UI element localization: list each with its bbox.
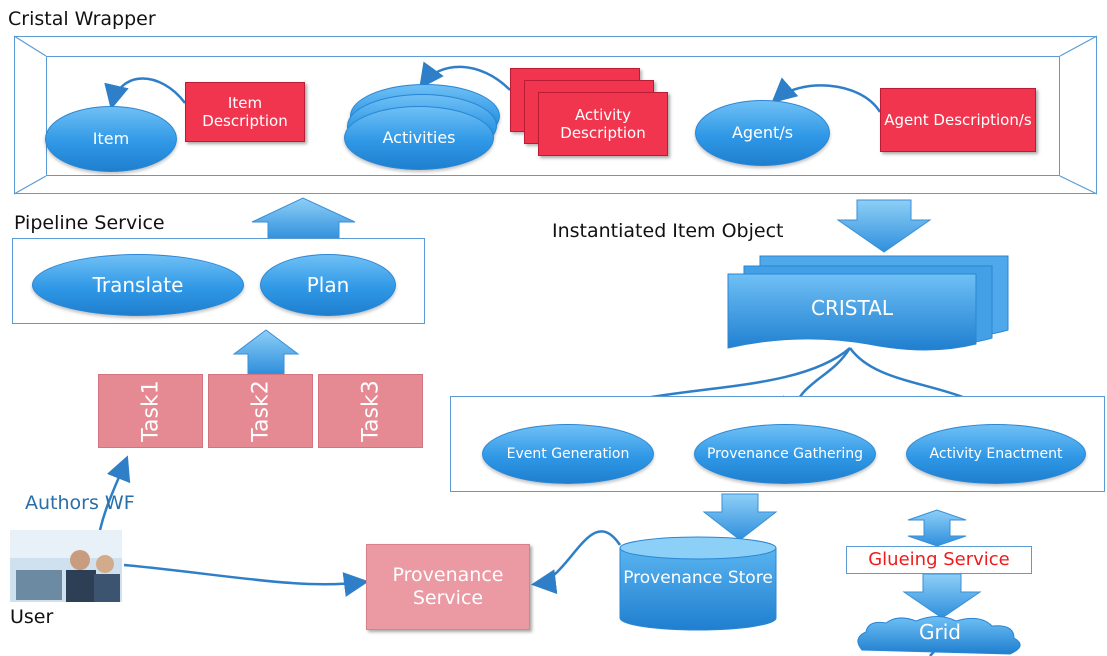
- task-3: Task3: [318, 374, 423, 448]
- item-description-note: Item Description: [185, 82, 305, 142]
- wrapper-down-arrow: [836, 199, 932, 253]
- tasks-up-arrow: [232, 329, 300, 375]
- event-generation-node: Event Generation: [482, 424, 654, 484]
- authors-arrow: [98, 455, 131, 531]
- translate-node: Translate: [32, 254, 244, 316]
- item-curve-arrow: [104, 77, 186, 110]
- user-photo: [10, 530, 122, 602]
- authors-wf-label: Authors WF: [25, 492, 135, 514]
- instantiated-label: Instantiated Item Object: [552, 220, 784, 242]
- activity-description-note: Activity Description: [538, 92, 668, 156]
- user-to-provenance-arrow: [123, 563, 369, 597]
- grid-down-arrow: [902, 573, 982, 619]
- agent-description-note: Agent Description/s: [880, 88, 1036, 152]
- provenance-service-note: Provenance Service: [366, 544, 530, 630]
- plan-node: Plan: [260, 254, 396, 316]
- task-2: Task2: [208, 374, 313, 448]
- wrapper-frame-bevel: [13, 35, 1098, 195]
- pipeline-title: Pipeline Service: [14, 212, 165, 234]
- glueing-service-box: Glueing Service: [846, 546, 1032, 574]
- wrapper-title: Cristal Wrapper: [8, 8, 156, 30]
- pipeline-up-arrow: [251, 197, 356, 241]
- item-node: Item: [45, 106, 177, 172]
- wrapper-frame: [14, 36, 1097, 194]
- wrapper-inner-frame: [46, 56, 1060, 176]
- grid-label: Grid: [919, 620, 961, 644]
- user-label: User: [10, 606, 54, 628]
- activities-node: Activities: [344, 106, 494, 170]
- cristal-shape: [727, 273, 977, 351]
- provenance-gathering-node: Provenance Gathering: [694, 424, 876, 484]
- activity-enactment-node: Activity Enactment: [906, 424, 1086, 484]
- agents-curve-arrow: [771, 77, 882, 113]
- services-down-arrow: [702, 493, 778, 541]
- task-1: Task1: [98, 374, 203, 448]
- grid-cloud: [857, 616, 1021, 655]
- glueing-double-arrow: [907, 509, 967, 547]
- provenance-store-cylinder: [619, 536, 777, 631]
- cristal-label: CRISTAL: [811, 296, 893, 320]
- store-to-service-arrow: [531, 530, 622, 595]
- agents-node: Agent/s: [695, 100, 830, 166]
- provenance-store-label: Provenance Store: [623, 568, 773, 588]
- activities-curve-arrow: [419, 61, 511, 91]
